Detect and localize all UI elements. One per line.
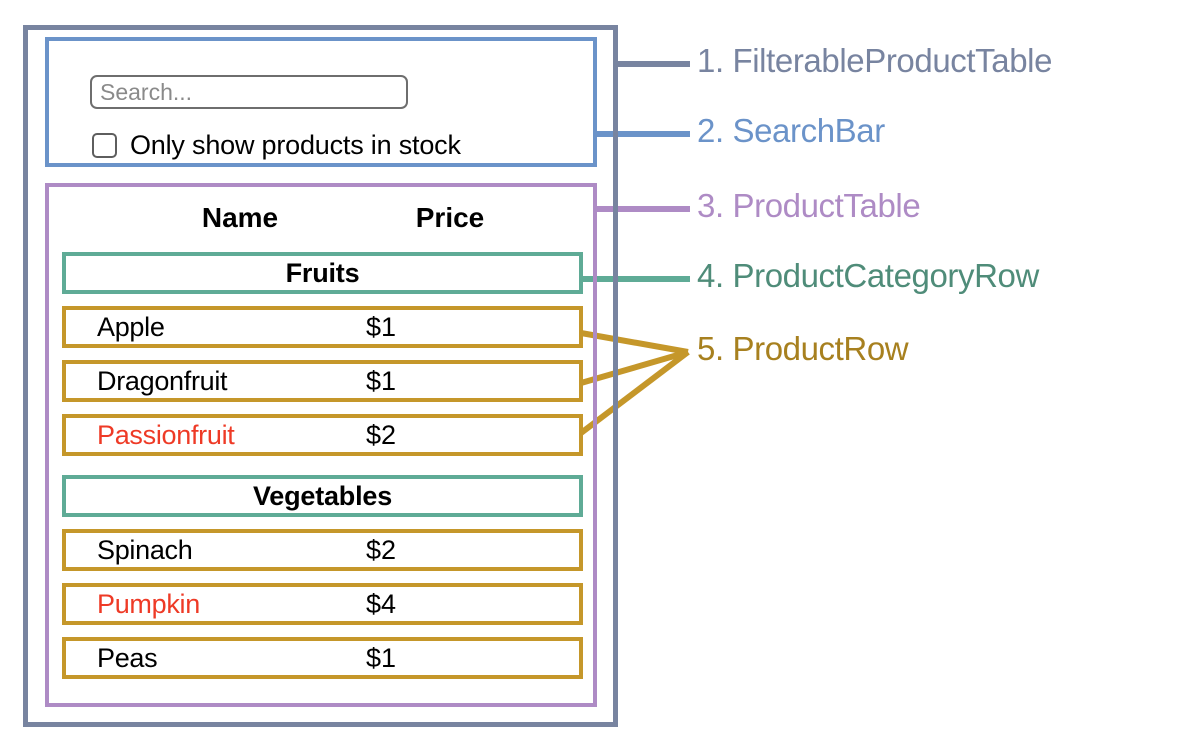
product-category-label: Fruits <box>285 257 360 288</box>
filterable-product-table-frame <box>23 25 618 727</box>
product-price: $2 <box>366 534 397 565</box>
in-stock-filter-row[interactable]: Only show products in stock <box>92 126 562 164</box>
product-category-label: Vegetables <box>252 480 393 511</box>
product-row: Passionfruit $2 <box>62 414 583 456</box>
legend-label: 1. FilterableProductTable <box>697 42 1053 79</box>
product-price: $4 <box>366 588 397 619</box>
in-stock-checkbox[interactable] <box>92 132 117 158</box>
product-price: $1 <box>366 365 397 396</box>
product-name: Apple <box>97 311 165 342</box>
legend-item-search-bar: 2. SearchBar <box>697 112 885 150</box>
in-stock-checkbox-label: Only show products in stock <box>130 129 461 160</box>
column-header-price: Price <box>415 202 485 233</box>
legend-label: 4. ProductCategoryRow <box>697 257 1039 294</box>
product-row: Pumpkin $4 <box>62 583 583 625</box>
product-row: Dragonfruit $1 <box>62 360 583 402</box>
product-table-header: Name Price <box>62 196 583 240</box>
product-row: Spinach $2 <box>62 529 583 571</box>
product-price: $1 <box>366 311 397 342</box>
search-input-placeholder: Search... <box>100 79 193 105</box>
product-category-row: Fruits <box>62 252 583 294</box>
legend-label: 2. SearchBar <box>697 112 885 149</box>
legend-item-product-row: 5. ProductRow <box>697 330 909 368</box>
column-header-name: Name <box>201 202 279 233</box>
search-input[interactable]: Search... <box>90 75 408 109</box>
product-table-frame <box>45 183 597 707</box>
product-category-row: Vegetables <box>62 475 583 517</box>
legend-label: 5. ProductRow <box>697 330 909 367</box>
search-bar-frame <box>45 37 597 167</box>
product-row: Peas $1 <box>62 637 583 679</box>
product-name: Peas <box>97 642 158 673</box>
product-price: $2 <box>366 419 397 450</box>
product-row: Apple $1 <box>62 306 583 348</box>
product-name-out-of-stock: Pumpkin <box>97 588 200 619</box>
product-price: $1 <box>366 642 397 673</box>
legend-item-product-table: 3. ProductTable <box>697 187 921 225</box>
legend-item-product-category-row: 4. ProductCategoryRow <box>697 257 1039 295</box>
product-name: Dragonfruit <box>97 365 228 396</box>
product-name: Spinach <box>97 534 193 565</box>
legend-label: 3. ProductTable <box>697 187 921 224</box>
legend-item-filterable-product-table: 1. FilterableProductTable <box>697 42 1052 80</box>
product-name-out-of-stock: Passionfruit <box>97 419 235 450</box>
